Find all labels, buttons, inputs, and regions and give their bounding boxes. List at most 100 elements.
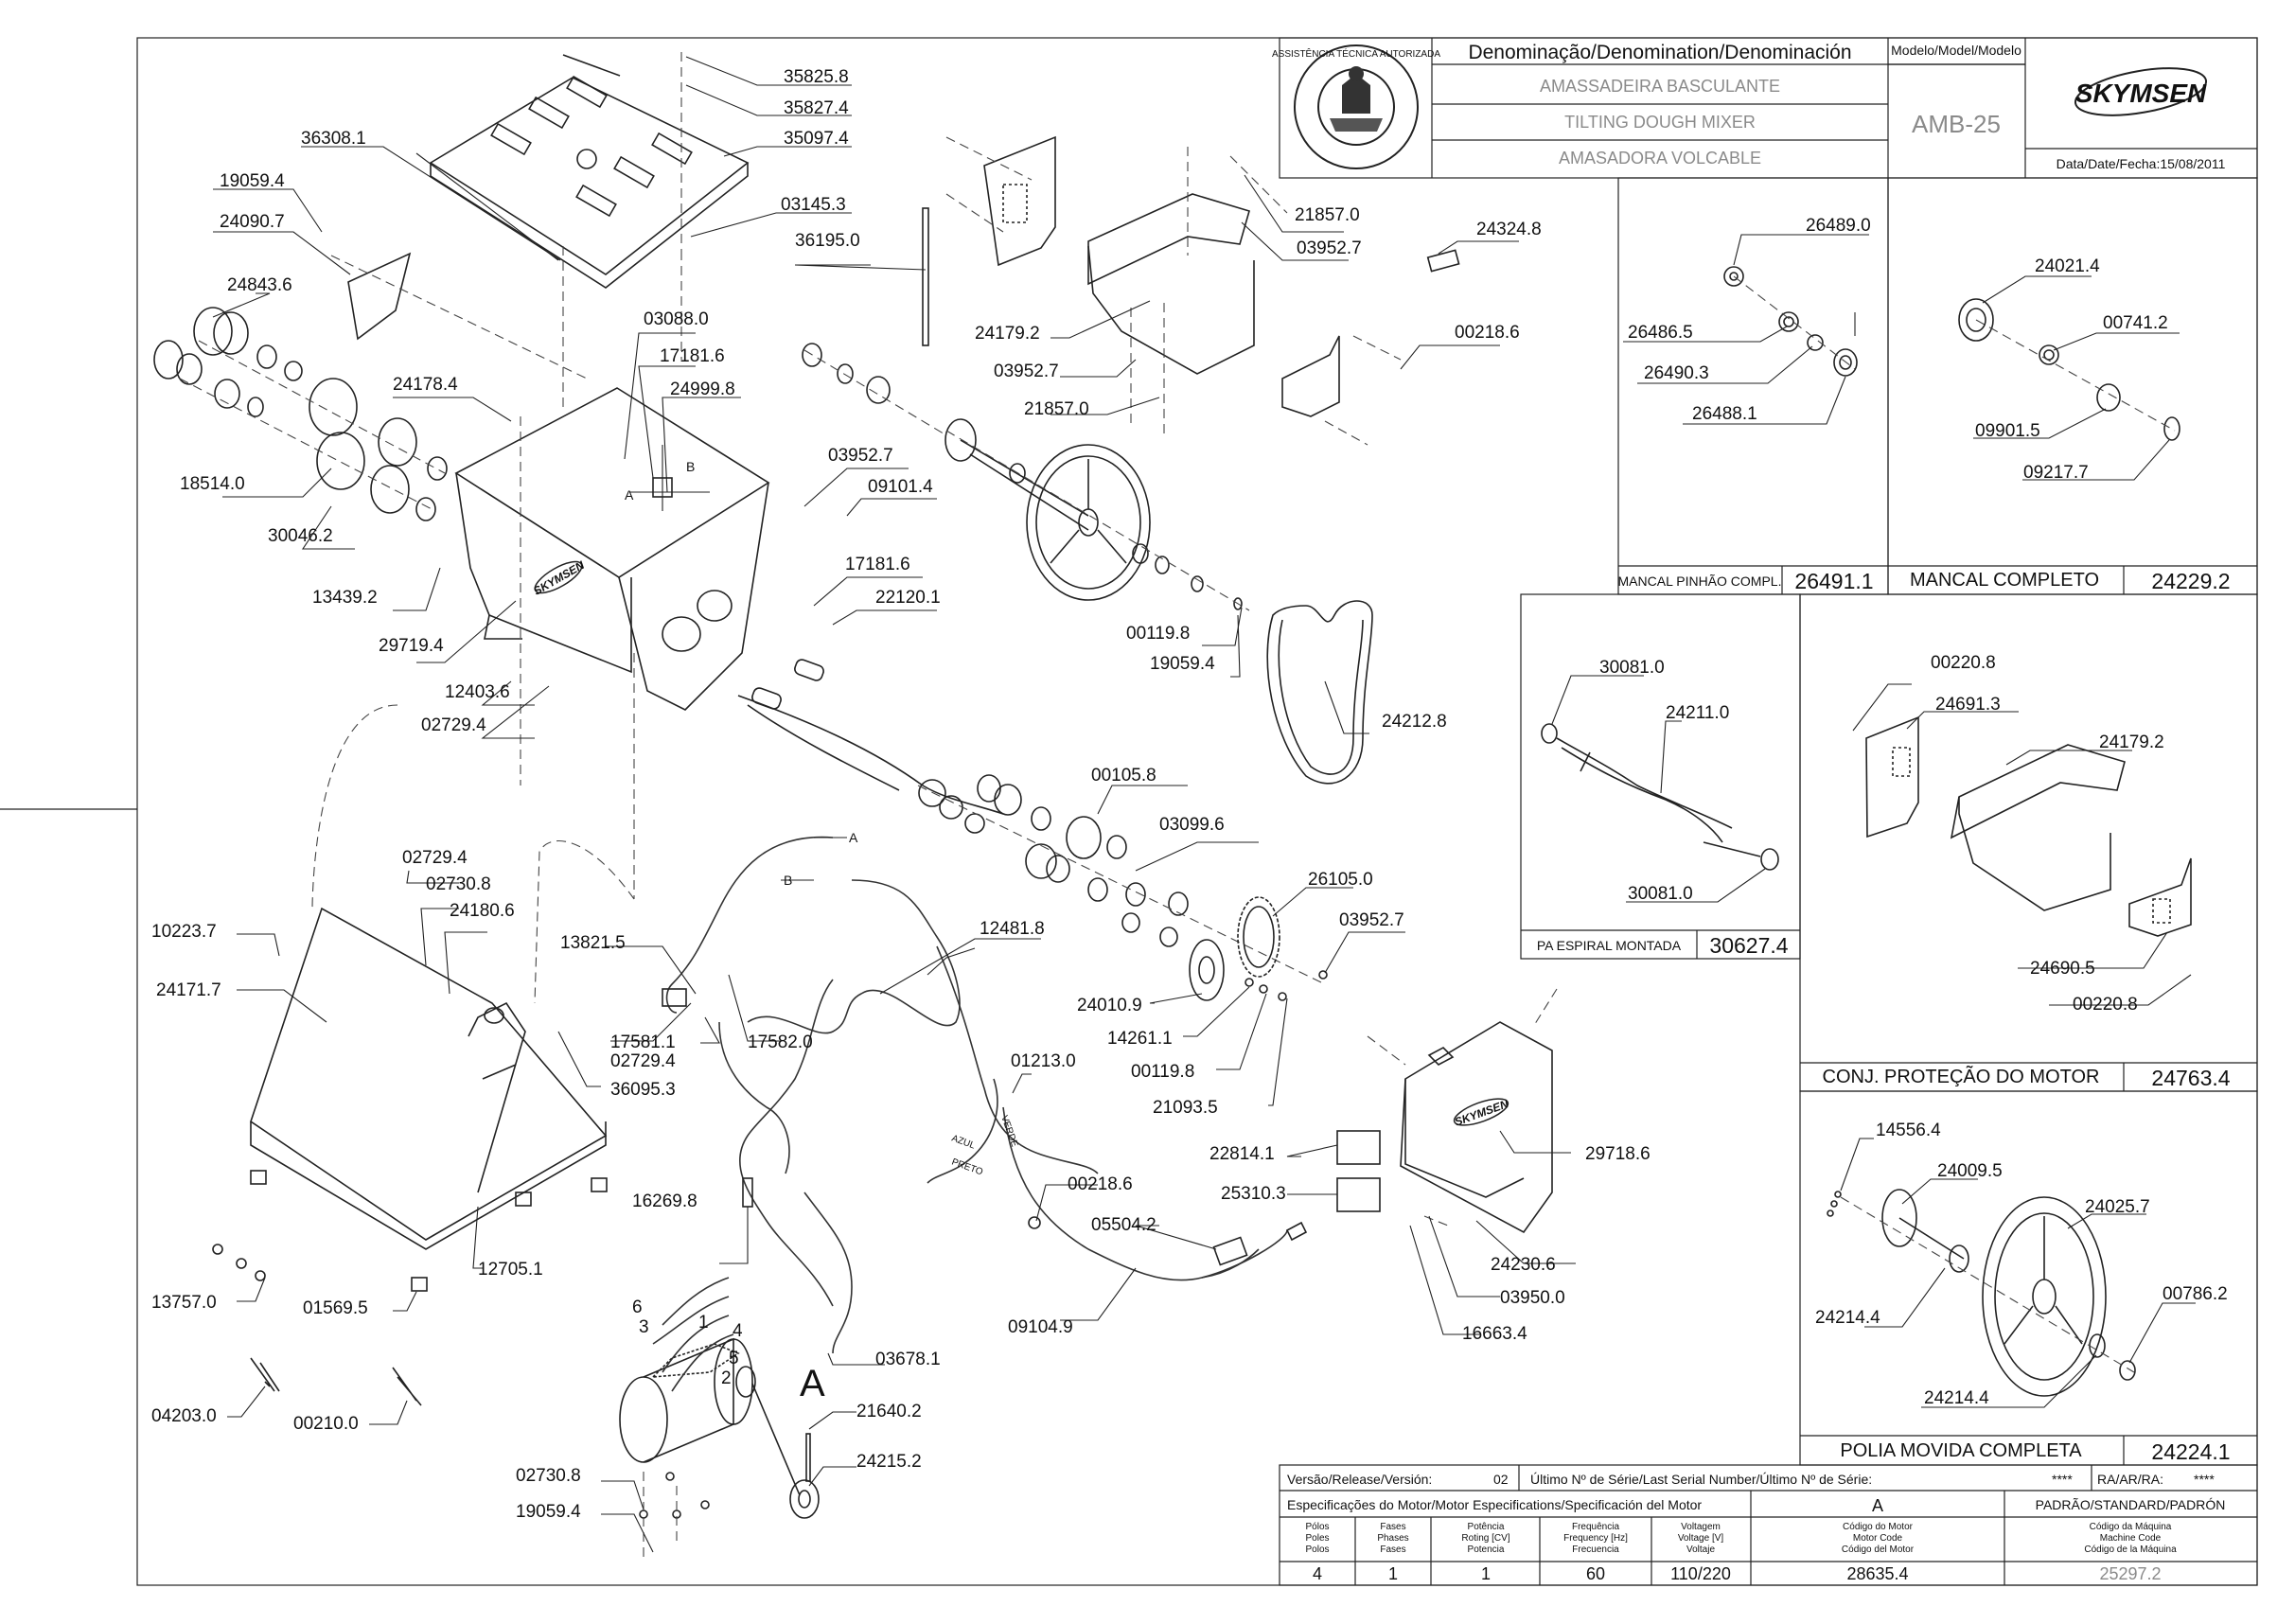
motor-spec-label: Especificações do Motor/Motor Especifica… bbox=[1287, 1497, 1702, 1512]
callout: 24214.4 bbox=[1815, 1308, 1880, 1328]
kit-label-mancal-pinhao: MANCAL PINHÃO COMPL. bbox=[1618, 574, 1782, 589]
callout: 26105.0 bbox=[1308, 870, 1373, 890]
machine-base bbox=[250, 907, 608, 1241]
spec-header-line: Frequência bbox=[1572, 1522, 1619, 1532]
callout: 22814.1 bbox=[1209, 1144, 1275, 1164]
wire-mark: 5 bbox=[729, 1349, 739, 1368]
callout: 00220.8 bbox=[1931, 653, 1996, 673]
wire-mark: 2 bbox=[721, 1368, 732, 1388]
callout: 17181.6 bbox=[845, 555, 910, 574]
callout: 21093.5 bbox=[1153, 1098, 1218, 1118]
callout: 14556.4 bbox=[1876, 1121, 1941, 1140]
callout: 24215.2 bbox=[856, 1452, 922, 1472]
spec-header-line: Voltagem bbox=[1681, 1522, 1721, 1532]
callout: 29719.4 bbox=[379, 636, 444, 656]
callout: 24010.9 bbox=[1077, 996, 1142, 1015]
variant-label: A bbox=[1872, 1496, 1883, 1515]
wire-mark: A bbox=[849, 830, 858, 845]
callout: 00105.8 bbox=[1091, 766, 1156, 786]
callout: 09901.5 bbox=[1975, 421, 2040, 441]
name-es: AMASADORA VOLCABLE bbox=[1559, 149, 1761, 168]
name-en: TILTING DOUGH MIXER bbox=[1564, 113, 1756, 132]
callout: 18514.0 bbox=[180, 474, 245, 494]
callout: 02730.8 bbox=[516, 1466, 581, 1486]
main-drawing-geometry: SKYMSEN A B bbox=[153, 52, 1558, 1557]
callout: 09217.7 bbox=[2023, 463, 2089, 483]
callout: 24178.4 bbox=[393, 375, 458, 395]
spec-header-line: Roting [CV] bbox=[1461, 1533, 1509, 1544]
authorized-service-seal: ASSISTÊNCIA TÉCNICA AUTORIZADA bbox=[1272, 44, 1440, 169]
callout: 24230.6 bbox=[1491, 1255, 1556, 1275]
callout: 00220.8 bbox=[2073, 995, 2138, 1015]
kit-polia-movida: POLIA MOVIDA COMPLETA 24224.1 14556.4 24… bbox=[1799, 1090, 2258, 1466]
guard-logo: SKYMSEN bbox=[1453, 1097, 1510, 1129]
brand-logo: SKYMSEN bbox=[2074, 67, 2208, 116]
spec-header-line: Machine Code bbox=[2100, 1533, 2162, 1544]
callout: 02729.4 bbox=[421, 715, 486, 735]
ra-label: RA/AR/RA: bbox=[2097, 1472, 2163, 1487]
callout: 00119.8 bbox=[1131, 1062, 1194, 1082]
callout: 03145.3 bbox=[781, 195, 846, 215]
kit-code-polia-movida: 24224.1 bbox=[2151, 1439, 2230, 1464]
callout: 24179.2 bbox=[975, 324, 1040, 344]
spec-block: Versão/Release/Versión: 02 Último Nº de … bbox=[1279, 1464, 2258, 1586]
callout: 03952.7 bbox=[1339, 910, 1404, 930]
spec-value: 25297.2 bbox=[2099, 1564, 2161, 1583]
spec-value: 110/220 bbox=[1670, 1564, 1731, 1583]
callout: 24179.2 bbox=[2099, 733, 2164, 752]
callout: 13757.0 bbox=[151, 1293, 217, 1313]
wire-mark: A bbox=[625, 487, 634, 503]
callout: 00119.8 bbox=[1126, 624, 1190, 644]
main-callouts: 35825.8 35827.4 35097.4 36308.1 03145.3 … bbox=[151, 67, 1651, 1522]
callout: 03950.0 bbox=[1500, 1288, 1565, 1308]
spec-header-line: Pólos bbox=[1305, 1522, 1329, 1532]
spec-value: 60 bbox=[1586, 1564, 1605, 1583]
callout: 24211.0 bbox=[1666, 703, 1729, 723]
spec-header-line: Polos bbox=[1305, 1545, 1329, 1555]
spec-header-line: Motor Code bbox=[1853, 1533, 1903, 1544]
version-label: Versão/Release/Versión: bbox=[1287, 1472, 1432, 1487]
callout: 16269.8 bbox=[632, 1192, 697, 1211]
callout: 03952.7 bbox=[1297, 238, 1362, 258]
callout: 00786.2 bbox=[2163, 1284, 2228, 1304]
wire-color-verde: VERDE bbox=[998, 1114, 1019, 1148]
callout: 01569.5 bbox=[303, 1298, 368, 1318]
wiring-harness: A B 6 3 1 4 5 2 A AZUL PRETO VERDE bbox=[632, 830, 1308, 1404]
callout: 22120.1 bbox=[875, 588, 941, 608]
wire-mark: 4 bbox=[733, 1321, 743, 1341]
callout: 24090.7 bbox=[220, 212, 285, 232]
callout: 24171.7 bbox=[156, 980, 221, 1000]
wire-color-azul: AZUL bbox=[950, 1133, 977, 1151]
callout: 03678.1 bbox=[875, 1350, 941, 1369]
callout: 12481.8 bbox=[980, 919, 1045, 939]
kit-protecao-motor: CONJ. PROTEÇÃO DO MOTOR 24763.4 00220.8 … bbox=[1799, 593, 2258, 1092]
callout: 13439.2 bbox=[312, 588, 378, 608]
callout: 26486.5 bbox=[1628, 323, 1693, 343]
bowl-brand: SKYMSEN bbox=[531, 558, 587, 598]
callout: 24690.5 bbox=[2030, 959, 2095, 979]
callout: 19059.4 bbox=[516, 1502, 581, 1522]
seal-text: ASSISTÊNCIA TÉCNICA AUTORIZADA bbox=[1272, 47, 1440, 60]
spec-value: 4 bbox=[1313, 1564, 1322, 1583]
spec-header-line: Voltage [V] bbox=[1678, 1533, 1724, 1544]
serial-value: **** bbox=[2052, 1472, 2073, 1487]
callout: 19059.4 bbox=[1150, 654, 1215, 674]
callout: 03099.6 bbox=[1159, 815, 1225, 835]
callout: 24324.8 bbox=[1476, 220, 1542, 239]
brand-name: SKYMSEN bbox=[2075, 79, 2207, 108]
callout: 35825.8 bbox=[784, 67, 849, 87]
callout: 26490.3 bbox=[1644, 363, 1709, 383]
callout: 24180.6 bbox=[450, 901, 515, 921]
callout: 17582.0 bbox=[748, 1033, 813, 1052]
version-value: 02 bbox=[1493, 1472, 1509, 1487]
kit-code-mancal-completo: 24229.2 bbox=[2151, 569, 2230, 593]
callout: 14261.1 bbox=[1107, 1029, 1173, 1049]
spec-header-line: Código de la Máquina bbox=[2084, 1545, 2177, 1555]
motor-variant-mark: A bbox=[800, 1363, 825, 1404]
callout: 24214.4 bbox=[1924, 1388, 1989, 1408]
callout: 26488.1 bbox=[1692, 404, 1757, 424]
wire-mark: B bbox=[784, 873, 792, 888]
callout: 00210.0 bbox=[293, 1414, 359, 1434]
kit-label-protecao-motor: CONJ. PROTEÇÃO DO MOTOR bbox=[1823, 1065, 2100, 1087]
